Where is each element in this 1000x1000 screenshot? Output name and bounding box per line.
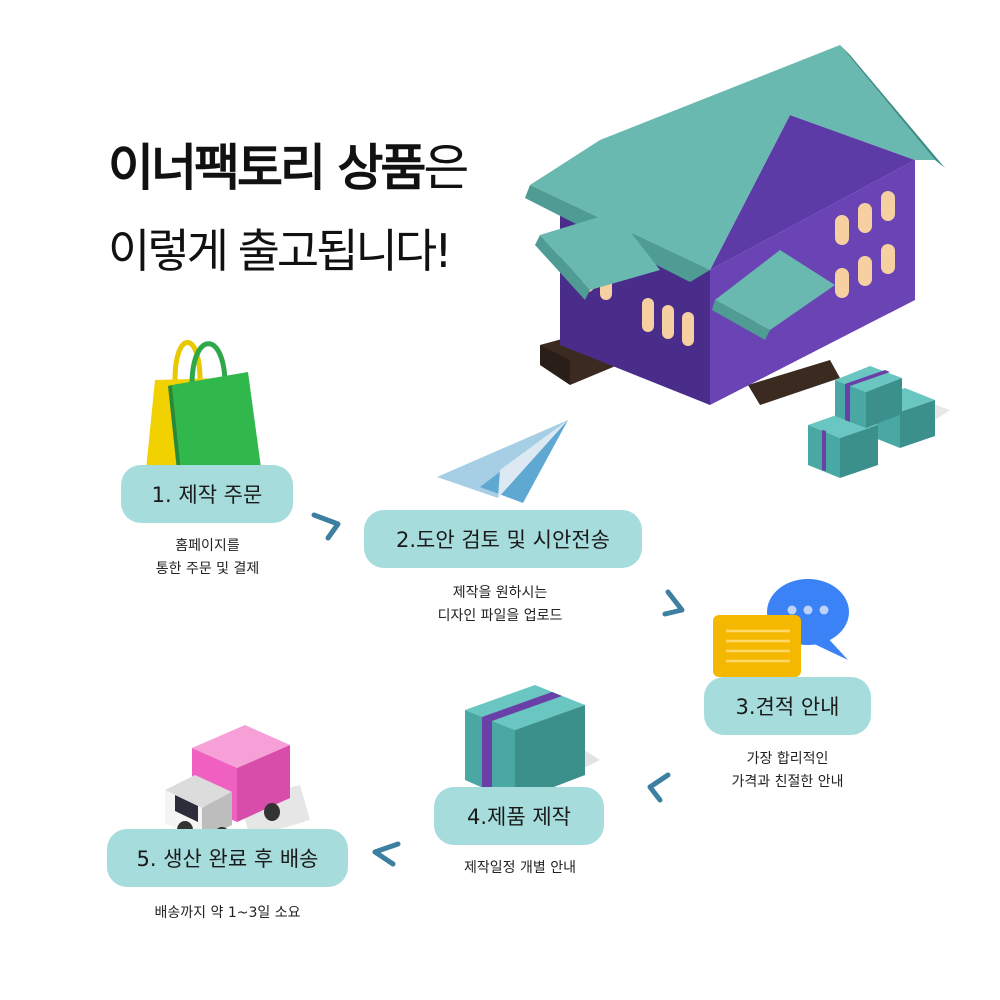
step-1-desc: 홈페이지를 통한 주문 및 결제 (130, 535, 285, 581)
step-3-desc-line2: 가격과 친절한 안내 (731, 774, 844, 790)
step-4-label: 4.제품 제작 (467, 805, 571, 829)
step-2-desc-line1: 제작을 원하시는 (452, 585, 548, 601)
step-5-desc: 배송까지 약 1~3일 소요 (130, 902, 325, 925)
step-3-desc: 가장 합리적인 가격과 친절한 안내 (710, 748, 865, 794)
step-1-desc-line1: 홈페이지를 (175, 538, 240, 554)
step-4-desc-line1: 제작일정 개별 안내 (464, 860, 576, 876)
step-2-label: 2.도안 검토 및 시안전송 (396, 528, 610, 552)
step-3-pill: 3.견적 안내 (704, 677, 871, 735)
step-3-label: 3.견적 안내 (735, 695, 840, 719)
step-1-pill: 1. 제작 주문 (121, 465, 293, 523)
step-1-label: 1. 제작 주문 (151, 483, 263, 507)
step-4-desc: 제작일정 개별 안내 (440, 857, 600, 880)
title-bold-text: 이너팩토리 상품 (108, 139, 426, 197)
title-rest-text: 은 (423, 139, 469, 197)
page-title-line1: 이너팩토리 상품은 (108, 128, 469, 200)
step-1-desc-line2: 통한 주문 및 결제 (155, 561, 260, 577)
step-2-desc: 제작을 원하시는 디자인 파일을 업로드 (410, 582, 590, 628)
step-2-pill: 2.도안 검토 및 시안전송 (364, 510, 642, 568)
step-4-pill: 4.제품 제작 (434, 787, 604, 845)
step-5-desc-line1: 배송까지 약 1~3일 소요 (154, 905, 301, 921)
step-5-label: 5. 생산 완료 후 배송 (136, 847, 319, 871)
step-3-desc-line1: 가장 합리적인 (746, 751, 829, 767)
step-2-desc-line2: 디자인 파일을 업로드 (437, 608, 563, 624)
page-title-line2: 이렇게 출고됩니다! (108, 224, 453, 278)
step-5-pill: 5. 생산 완료 후 배송 (107, 829, 348, 887)
